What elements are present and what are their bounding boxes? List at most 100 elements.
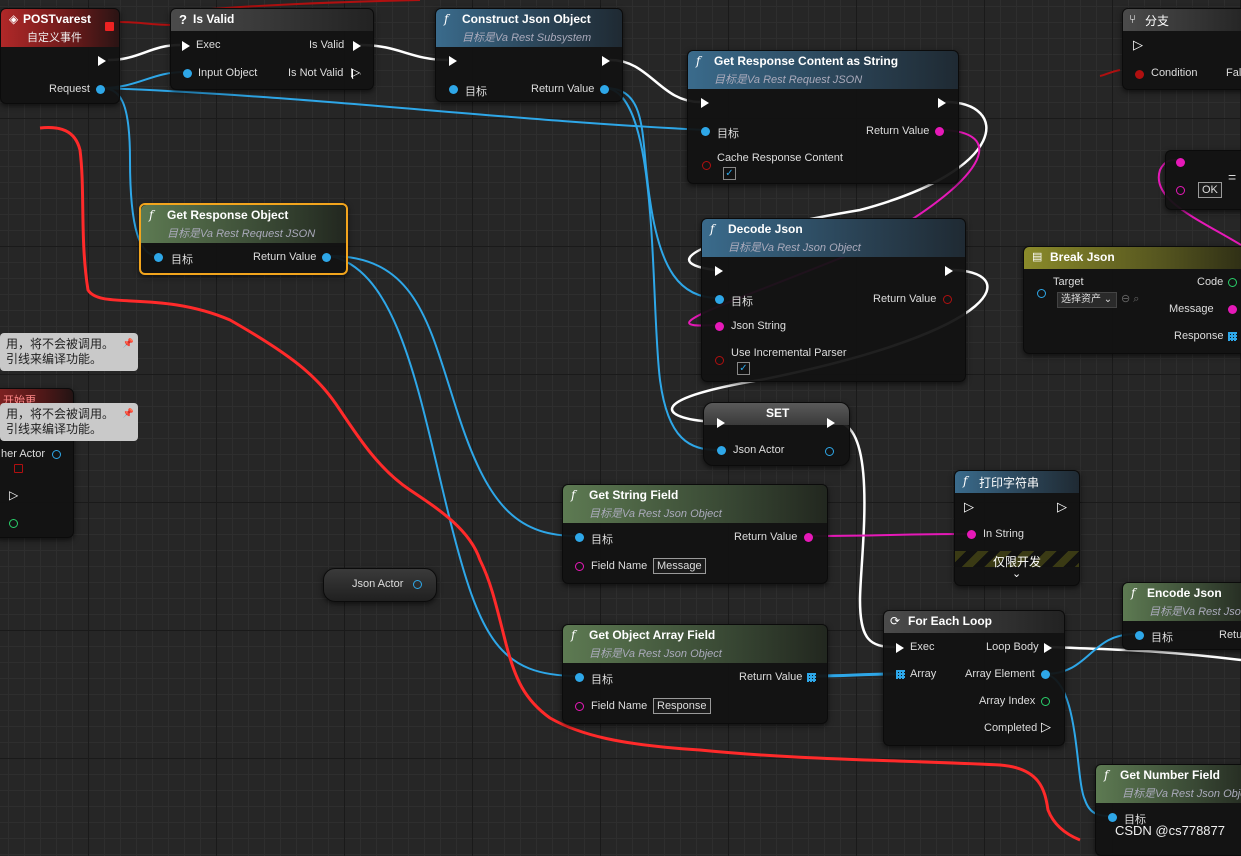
target-pin[interactable] (1037, 289, 1046, 298)
exec-in-glyph[interactable]: ▷ (1133, 37, 1143, 52)
message-pin[interactable] (1228, 305, 1237, 314)
function-icon: f (444, 12, 449, 26)
exec-in-pin[interactable] (182, 41, 190, 51)
return-value-array-pin[interactable] (807, 673, 816, 682)
expand-chevron-icon[interactable]: ⌄ (1012, 568, 1022, 580)
incremental-checkbox[interactable]: ✓ (737, 362, 750, 375)
branch-node[interactable]: ⑂ 分支 ▷ Condition Fal (1122, 8, 1241, 90)
exec-out-pin[interactable] (602, 56, 610, 66)
is-valid-exec-out[interactable] (353, 41, 361, 51)
get-object-array-field-node[interactable]: f Get Object Array Field 目标是Va Rest Json… (562, 624, 828, 724)
string-in-pin[interactable] (1176, 158, 1185, 167)
array-pin[interactable] (896, 670, 905, 679)
decode-json-node[interactable]: f Decode Json 目标是Va Rest Json Object 目标 … (701, 218, 966, 382)
pin-icon[interactable]: 📌 (122, 338, 134, 348)
request-pin[interactable] (96, 85, 105, 94)
target-pin[interactable] (701, 127, 710, 136)
return-partial-label: Retu (1219, 629, 1241, 641)
node-title: Decode Json (728, 222, 803, 236)
exec-in-pin[interactable] (449, 56, 457, 66)
return-value-pin[interactable] (935, 127, 944, 136)
return-value-pin[interactable] (804, 533, 813, 542)
target-pin[interactable] (154, 253, 163, 262)
response-pin[interactable] (1228, 332, 1237, 341)
exec-in-pin[interactable] (717, 418, 725, 428)
asset-picker[interactable]: 选择资产 ⌄ (1057, 292, 1117, 308)
cache-checkbox[interactable]: ✓ (723, 167, 736, 180)
json-actor-out-pin[interactable] (825, 447, 834, 456)
encode-json-node[interactable]: f Encode Json 目标是Va Rest Json O 目标 Retu (1122, 582, 1241, 650)
exec-out-pin[interactable] (938, 98, 946, 108)
bool-pin[interactable] (14, 464, 23, 473)
ok-field[interactable]: OK (1198, 182, 1222, 198)
exec-out-pin[interactable] (827, 418, 835, 428)
exec-out-glyph[interactable]: ▷ (1057, 499, 1067, 514)
exec-in-pin[interactable] (896, 643, 904, 653)
postvarest-event-node[interactable]: ◈ POSTvarest 自定义事件 Request (0, 8, 120, 104)
node-title: Get Number Field (1120, 768, 1221, 782)
event-icon: ◈ (9, 12, 19, 26)
target-label: 目标 (591, 534, 613, 546)
print-string-node[interactable]: f 打印字符串 ▷ ▷ In String 仅限开发 ⌄ (954, 470, 1080, 586)
completed-exec-glyph[interactable]: ▷ (1041, 719, 1051, 734)
field-name-pin[interactable] (575, 702, 584, 711)
return-value-pin[interactable] (943, 295, 952, 304)
actor-pin[interactable] (52, 450, 61, 459)
incremental-pin[interactable] (715, 356, 724, 365)
target-pin[interactable] (1135, 631, 1144, 640)
exec-out-pin[interactable] (98, 56, 106, 66)
json-actor-variable-node[interactable]: Json Actor (323, 568, 437, 602)
variable-out-pin[interactable] (413, 580, 422, 589)
is-valid-node[interactable]: ? Is Valid Exec Input Object Is Valid Is… (170, 8, 374, 90)
equals-icon: = (1228, 169, 1237, 185)
field-name-pin[interactable] (575, 562, 584, 571)
get-string-field-node[interactable]: f Get String Field 目标是Va Rest Json Objec… (562, 484, 828, 584)
get-number-field-node[interactable]: f Get Number Field 目标是Va Rest Json Obje … (1095, 764, 1241, 856)
field-name-input[interactable]: Message (653, 558, 706, 574)
loop-body-exec-out[interactable] (1044, 643, 1052, 653)
browse-icon[interactable]: ⊖ ⌕ (1121, 293, 1140, 305)
break-json-node[interactable]: ▤ Break Json Target 选择资产 ⌄ ⊖ ⌕ Code Mess… (1023, 246, 1241, 354)
for-each-loop-node[interactable]: ⟳ For Each Loop Exec Loop Body Array Arr… (883, 610, 1065, 746)
return-value-pin[interactable] (322, 253, 331, 262)
string-in-pin-2[interactable] (1176, 186, 1185, 195)
exec-glyph[interactable]: ▷ (9, 488, 19, 502)
json-string-label: Json String (731, 320, 787, 332)
node-header (1, 9, 119, 47)
get-response-object-node[interactable]: f Get Response Object 目标是Va Rest Request… (139, 203, 348, 275)
exec-in-glyph[interactable]: ▷ (964, 499, 974, 514)
json-string-pin[interactable] (715, 322, 724, 331)
pin-icon[interactable]: 📌 (122, 408, 134, 418)
json-actor-in-pin[interactable] (717, 446, 726, 455)
condition-pin[interactable] (1135, 70, 1144, 79)
construct-json-object-node[interactable]: f Construct Json Object 目标是Va Rest Subsy… (435, 8, 623, 102)
node-header (171, 9, 373, 31)
target-pin[interactable] (575, 533, 584, 542)
array-element-pin[interactable] (1041, 670, 1050, 679)
exec-out-pin[interactable] (945, 266, 953, 276)
node-title: Get Object Array Field (589, 628, 716, 642)
delegate-pin[interactable] (105, 22, 114, 31)
return-value-pin[interactable] (600, 85, 609, 94)
in-string-pin[interactable] (967, 530, 976, 539)
target-pin[interactable] (575, 673, 584, 682)
field-name-input[interactable]: Response (653, 698, 711, 714)
node-title: Is Valid (193, 12, 235, 26)
ok-node[interactable]: OK = (1165, 150, 1241, 210)
array-index-pin[interactable] (1041, 697, 1050, 706)
exec-in-pin[interactable] (715, 266, 723, 276)
target-pin[interactable] (1108, 813, 1117, 822)
target-pin[interactable] (715, 295, 724, 304)
input-object-pin[interactable] (183, 69, 192, 78)
field-name-label: Field Name (591, 560, 648, 572)
node-title: POSTvarest (23, 12, 92, 26)
cache-pin[interactable] (702, 161, 711, 170)
is-not-valid-label: Is Not Valid (288, 67, 344, 79)
target-pin[interactable] (449, 85, 458, 94)
int-pin[interactable] (9, 519, 18, 528)
node-title: 分支 (1145, 14, 1170, 28)
exec-in-pin[interactable] (701, 98, 709, 108)
set-node[interactable]: SET Json Actor (703, 402, 850, 466)
get-response-content-node[interactable]: f Get Response Content as String 目标是Va R… (687, 50, 959, 184)
code-pin[interactable] (1228, 278, 1237, 287)
